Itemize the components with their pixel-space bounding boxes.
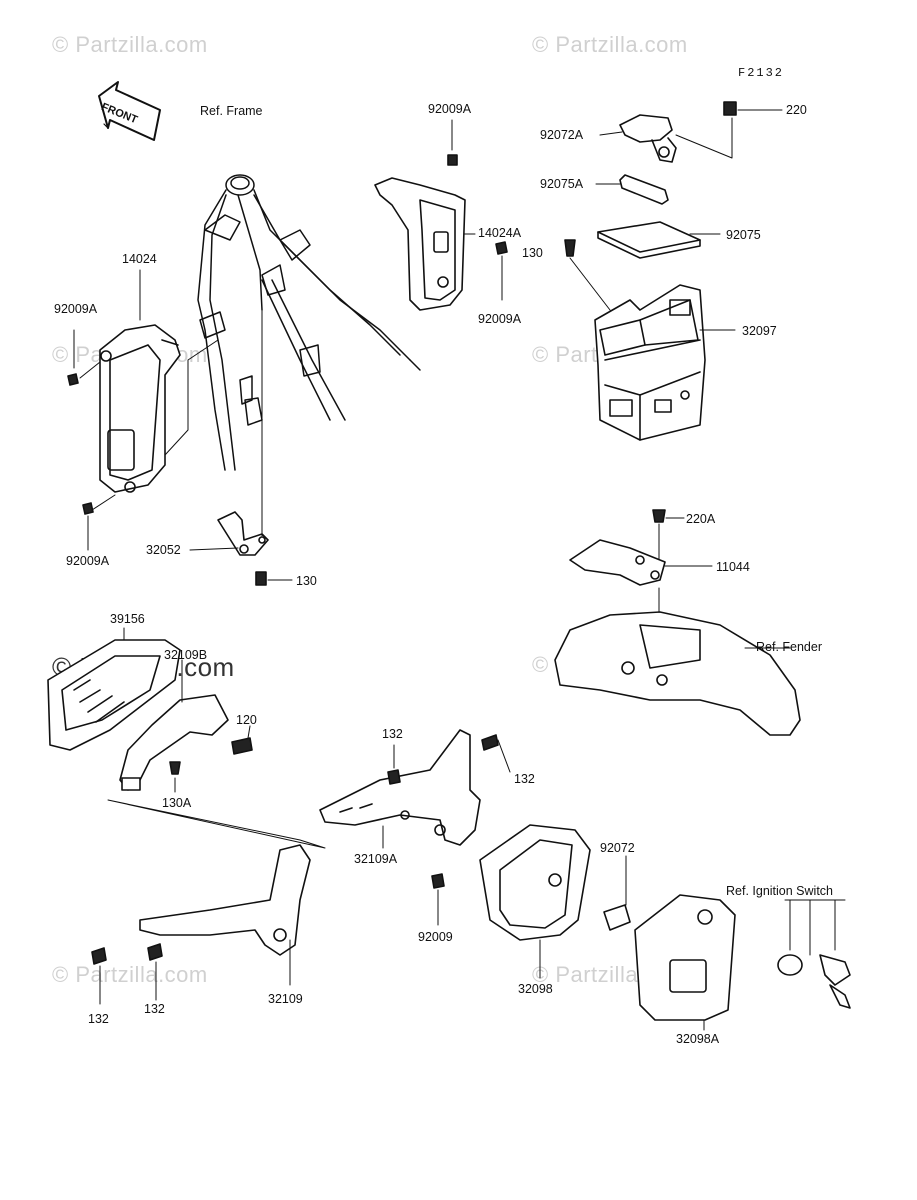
frame-outline	[197, 174, 421, 471]
bolt-92009A-top	[447, 119, 458, 166]
label-32098: 32098	[518, 982, 553, 996]
label-132: 132	[88, 1012, 109, 1026]
label-ref-fender: Ref. Fender	[756, 640, 823, 654]
label-92075: 92075	[726, 228, 761, 242]
label-130A: 130A	[162, 796, 192, 810]
bolt-92009A-left-bottom	[82, 494, 116, 551]
label-14024: 14024	[122, 252, 157, 266]
label-32097: 32097	[742, 324, 777, 338]
part-32097	[594, 284, 736, 441]
label-132: 132	[382, 727, 403, 741]
watermark: © Partzilla.com	[52, 962, 208, 987]
part-92072A	[599, 114, 677, 163]
label-220A: 220A	[686, 512, 716, 526]
ignition-switch-icon	[777, 899, 851, 1009]
label-120: 120	[236, 713, 257, 727]
bolt-92009	[431, 873, 445, 926]
label-130: 130	[296, 574, 317, 588]
bolt-130-b	[564, 239, 611, 311]
bolt-92009A-left	[67, 329, 101, 386]
label-130: 130	[522, 246, 543, 260]
bolt-132-b	[481, 734, 511, 773]
figure-code: F2132	[738, 66, 785, 80]
label-39156: 39156	[110, 612, 145, 626]
part-14024	[99, 324, 181, 493]
part-92075A	[595, 174, 669, 205]
label-92009A: 92009A	[54, 302, 98, 316]
ref-fender	[554, 611, 801, 736]
bolt-132-d	[147, 943, 163, 1001]
label-92009A: 92009A	[66, 554, 110, 568]
watermark: © Partzilla.com	[52, 32, 208, 57]
label-32109B: 32109B	[164, 648, 208, 662]
label-220: 220	[786, 103, 807, 117]
part-32098	[479, 824, 591, 979]
label-92009A: 92009A	[478, 312, 522, 326]
bolt-92009A-mid	[495, 241, 508, 301]
part-32109A	[319, 729, 481, 846]
part-32109	[139, 844, 311, 986]
label-32052: 32052	[146, 543, 181, 557]
label-132: 132	[144, 1002, 165, 1016]
bolt-220A	[652, 509, 685, 561]
bolt-130-a	[255, 571, 293, 586]
part-32109B	[119, 659, 229, 791]
bolt-220	[675, 101, 783, 159]
front-arrow-icon	[98, 81, 161, 141]
part-39156	[47, 627, 181, 751]
bolt-132-a	[387, 744, 401, 785]
label-ref-ignition-switch: Ref. Ignition Switch	[726, 884, 833, 898]
label-ref-frame: Ref. Frame	[200, 104, 263, 118]
part-92072	[603, 855, 631, 931]
label-92072: 92072	[600, 841, 635, 855]
bolt-132-c	[91, 947, 107, 1005]
label-92075A: 92075A	[540, 177, 584, 191]
label-92009: 92009	[418, 930, 453, 944]
label-132: 132	[514, 772, 535, 786]
part-14024A	[374, 177, 466, 311]
part-11044	[569, 539, 713, 621]
bolt-120	[231, 725, 253, 755]
watermark: © Partzilla.com	[532, 32, 688, 57]
label-32098A: 32098A	[676, 1032, 720, 1046]
label-14024A: 14024A	[478, 226, 522, 240]
label-32109A: 32109A	[354, 852, 398, 866]
part-92075	[597, 221, 721, 259]
label-92072A: 92072A	[540, 128, 584, 142]
part-32098A	[634, 894, 736, 1031]
label-11044: 11044	[716, 560, 750, 574]
label-32109: 32109	[268, 992, 303, 1006]
bolt-130A	[169, 761, 181, 793]
label-92009A: 92009A	[428, 102, 472, 116]
